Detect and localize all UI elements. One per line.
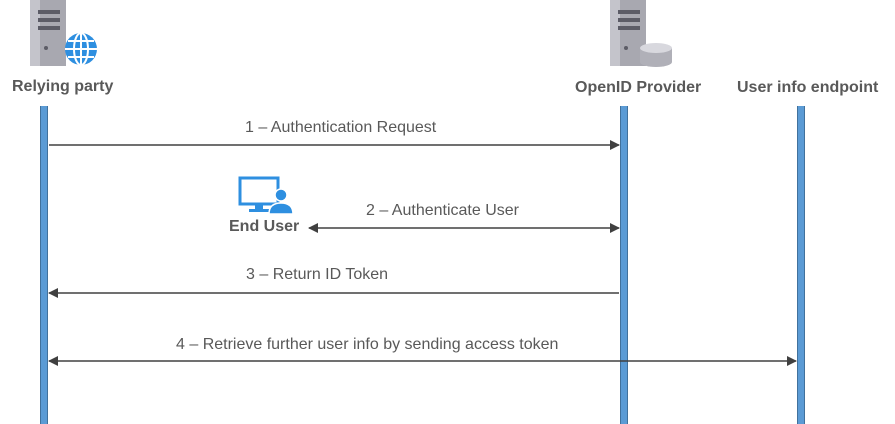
server-globe-icon bbox=[30, 0, 97, 66]
end-user-label: End User bbox=[229, 218, 300, 235]
computer-user-icon bbox=[238, 176, 294, 215]
message-2-label: 2 – Authenticate User bbox=[366, 202, 519, 219]
relying-party-lifeline bbox=[40, 106, 48, 424]
user-info-endpoint-lifeline bbox=[797, 106, 805, 424]
openid-provider-lifeline bbox=[620, 106, 628, 424]
message-1-label: 1 – Authentication Request bbox=[245, 119, 437, 136]
user-info-endpoint-label: User info endpoint bbox=[737, 79, 879, 96]
message-3-label: 3 – Return ID Token bbox=[246, 266, 389, 283]
message-4-label: 4 – Retrieve further user info by sendin… bbox=[176, 336, 559, 353]
relying-party-label: Relying party bbox=[12, 78, 114, 95]
openid-provider-label: OpenID Provider bbox=[575, 79, 702, 96]
server-database-icon bbox=[610, 0, 672, 67]
